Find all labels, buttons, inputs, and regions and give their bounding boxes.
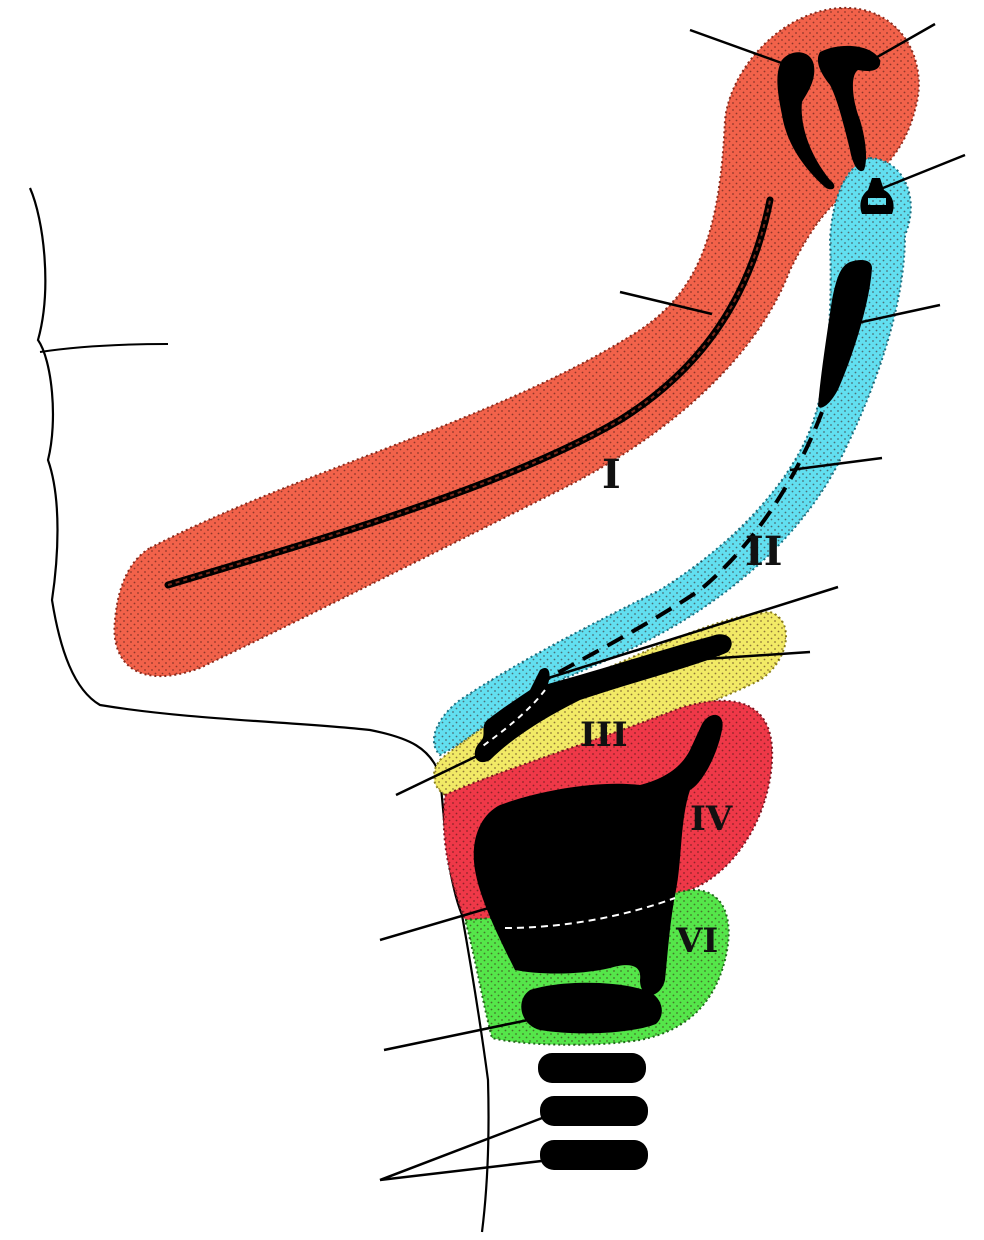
arch-6-label: VI bbox=[675, 921, 718, 961]
arch-2-label: II bbox=[745, 528, 782, 575]
tracheal-ring-1 bbox=[538, 1053, 646, 1083]
tracheal-ring-2 bbox=[540, 1096, 648, 1126]
face-profile-outline bbox=[30, 188, 489, 1232]
tracheal-ring-3 bbox=[540, 1140, 648, 1170]
arch-1-label: I bbox=[602, 451, 621, 498]
arch-3-label: III bbox=[580, 715, 628, 755]
arch-4-label: IV bbox=[690, 799, 733, 839]
cricoid-cartilage bbox=[521, 983, 662, 1034]
philtrum-line bbox=[40, 344, 168, 352]
